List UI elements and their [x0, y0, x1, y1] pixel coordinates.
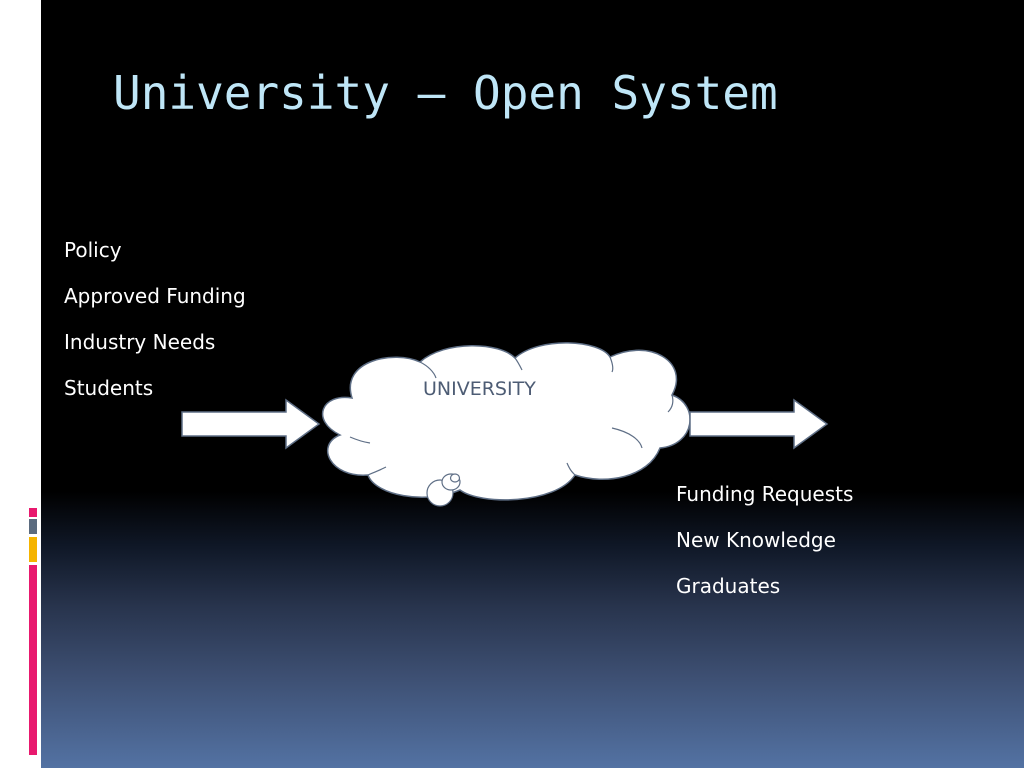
outputs-list: Funding Requests New Knowledge Graduates [676, 471, 853, 609]
output-item-new-knowledge: New Knowledge [676, 528, 836, 552]
left-margin-strip [0, 0, 41, 768]
output-arrow [689, 398, 829, 450]
accent-bar-yellow [29, 537, 37, 562]
cloud-inner-curve-4 [611, 427, 643, 449]
input-item-industry-needs: Industry Needs [64, 330, 216, 354]
cloud-bubble-medium [441, 473, 461, 491]
cloud [321, 342, 691, 507]
accent-bar-pink-long [29, 565, 37, 755]
cloud-body [321, 342, 691, 501]
cloud-inner-curve-8 [419, 361, 437, 379]
cloud-inner-curve-5 [667, 394, 674, 413]
input-item-approved-funding: Approved Funding [64, 284, 246, 308]
cloud-inner-curve-1 [349, 436, 371, 444]
accent-bar-pink-small [29, 508, 37, 517]
cloud-inner-curve-7 [514, 357, 523, 371]
slide-title: University – Open System [113, 66, 778, 120]
input-item-students: Students [64, 376, 154, 400]
output-item-graduates: Graduates [676, 574, 781, 598]
cloud-bubble-large [426, 479, 454, 507]
cloud-bubble-small [449, 473, 461, 483]
input-item-policy: Policy [64, 238, 122, 262]
cloud-inner-curve-2 [367, 466, 387, 476]
inputs-list: Policy Approved Funding Industry Needs S… [64, 227, 246, 411]
output-item-funding-requests: Funding Requests [676, 482, 854, 506]
cloud-inner-curve-3 [566, 462, 576, 476]
cloud-label-university: UNIVERSITY [423, 378, 536, 400]
accent-bar-gray [29, 519, 37, 534]
cloud-inner-curve-6 [609, 356, 614, 373]
